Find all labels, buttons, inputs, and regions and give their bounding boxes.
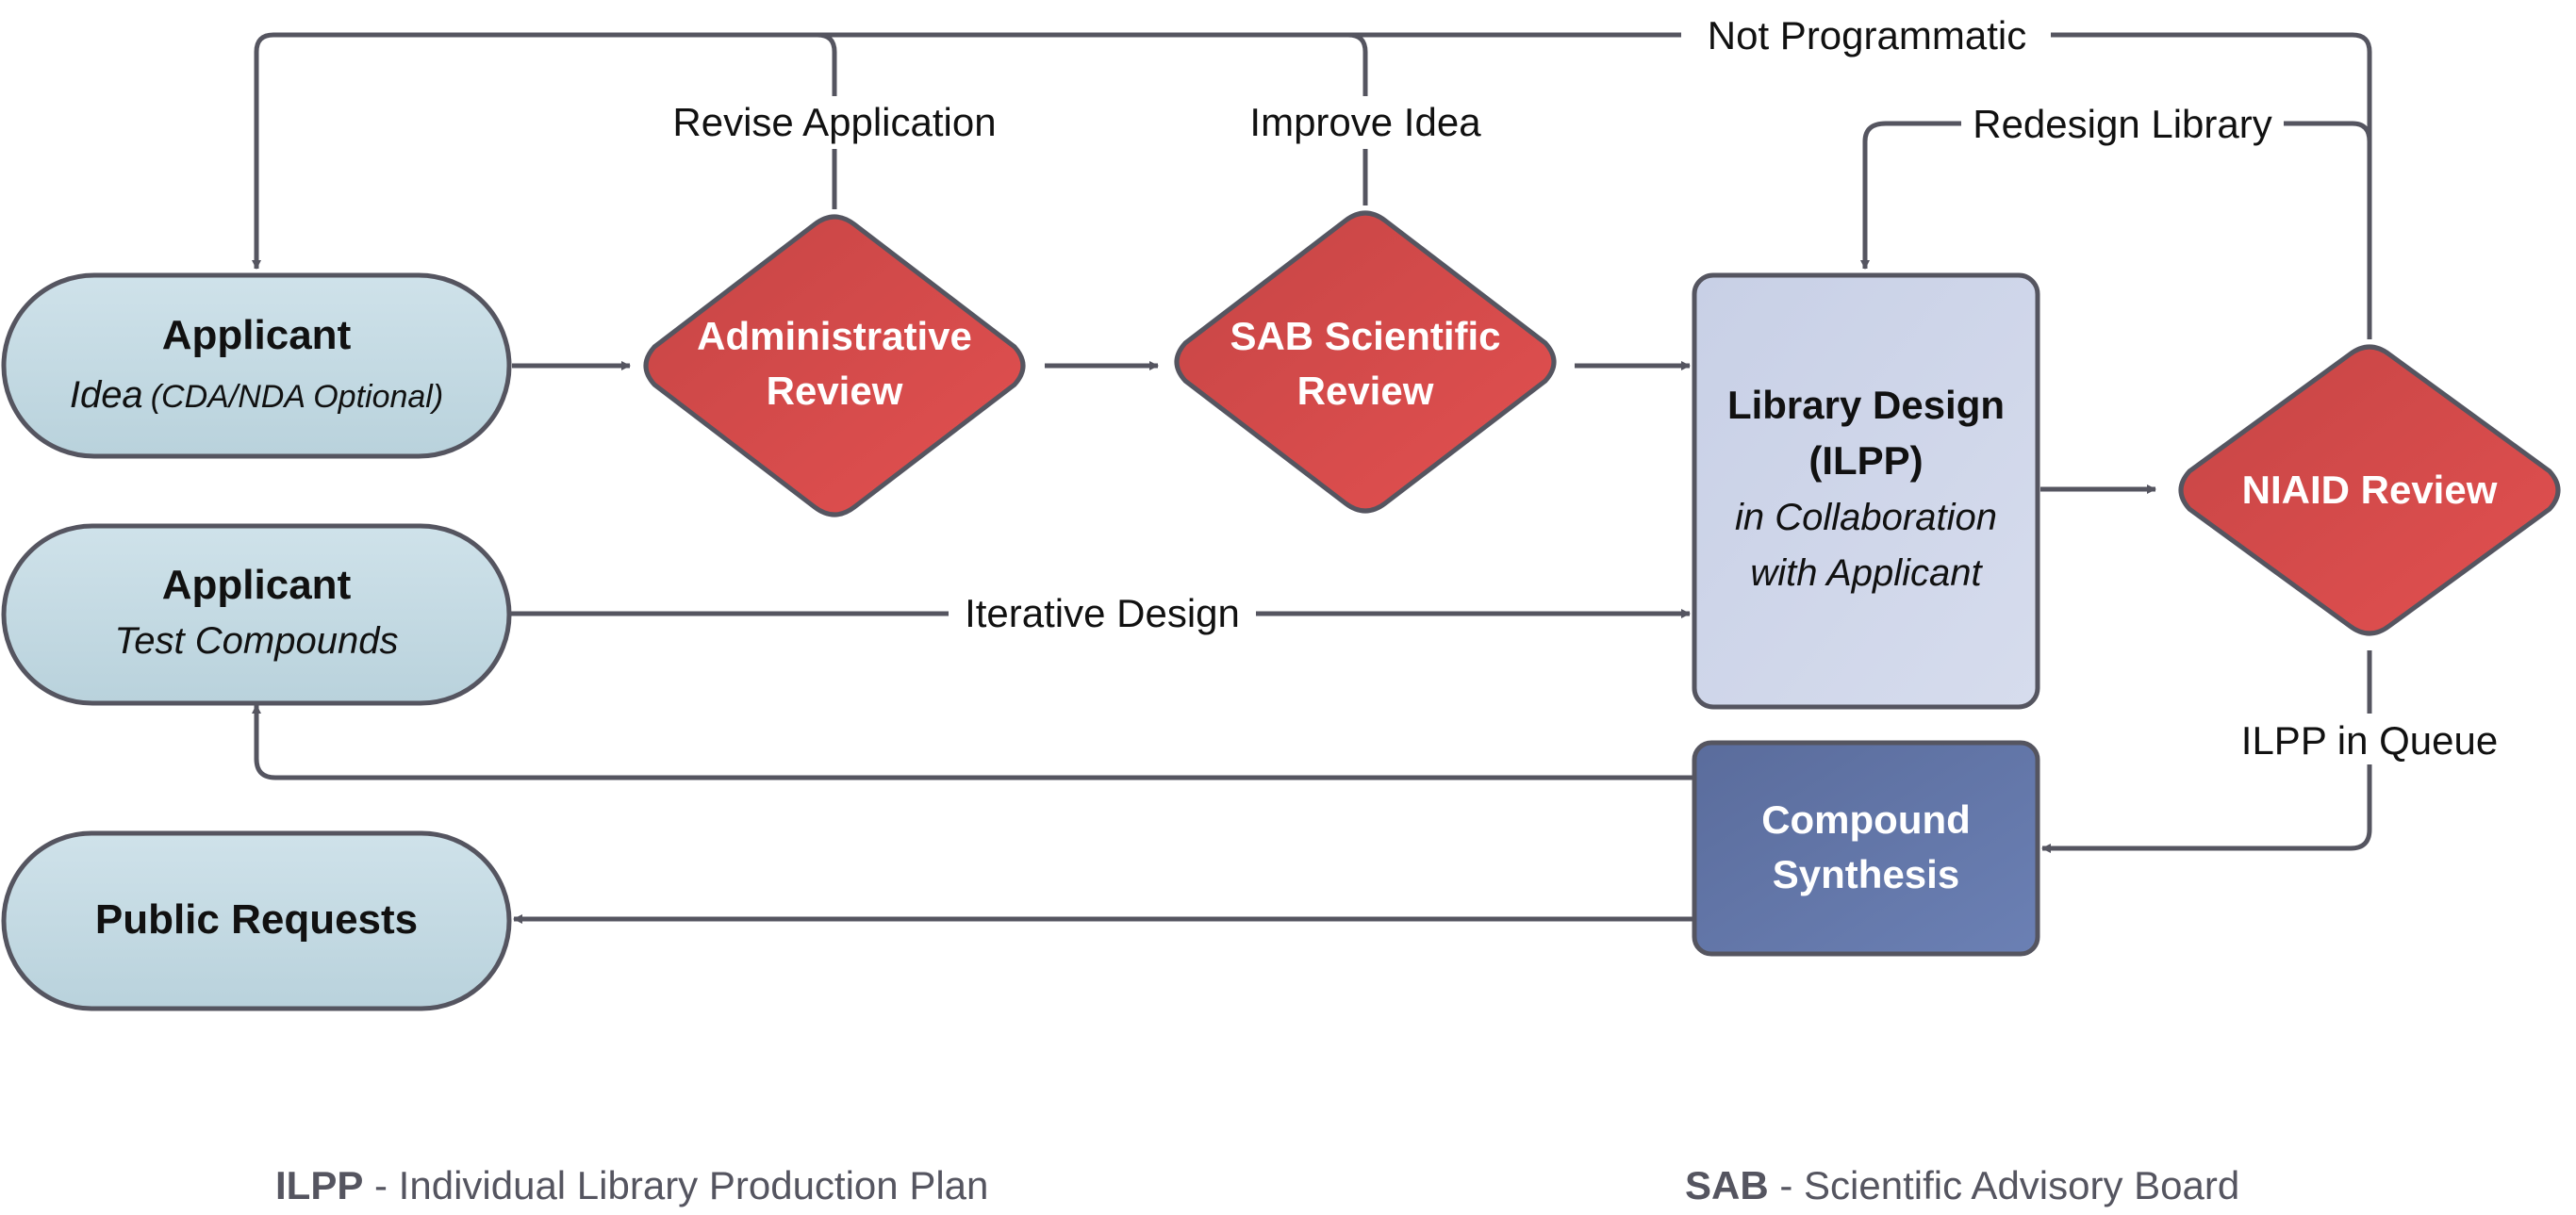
sab-review-line1: SAB Scientific: [1230, 314, 1500, 358]
edge-synthesis-to-applicant: [252, 704, 1693, 780]
label-revise-application: Revise Application: [672, 100, 996, 144]
label-ilpp-in-queue: ILPP in Queue: [2241, 718, 2498, 763]
niaid-review-label: NIAID Review: [2242, 468, 2498, 512]
node-administrative-review: Administrative Review: [643, 214, 1026, 517]
node-compound-synthesis: Compound Synthesis: [1692, 740, 2040, 957]
label-iterative-design: Iterative Design: [965, 591, 1240, 635]
node-applicant-idea: Applicant Idea(CDA/NDA Optional): [1, 272, 512, 459]
label-not-programmatic: Not Programmatic: [1708, 13, 2026, 57]
legend-sab: SAB - Scientific Advisory Board: [1685, 1163, 2239, 1207]
edge-redesign-library: [1860, 121, 2372, 270]
library-design-line3: in Collaboration: [1735, 497, 1997, 538]
node-library-design: Library Design (ILPP) in Collaboration w…: [1692, 272, 2040, 710]
edge-improve-idea: [1347, 32, 1368, 205]
label-redesign-library: Redesign Library: [1973, 102, 2272, 146]
compound-synthesis-line1: Compound: [1761, 797, 1971, 842]
edge-revise-application: [817, 32, 837, 209]
library-design-line1: Library Design: [1727, 383, 2005, 427]
admin-review-line1: Administrative: [697, 314, 972, 358]
compound-synthesis-line2: Synthesis: [1773, 852, 1959, 896]
admin-review-line2: Review: [767, 369, 903, 413]
node-applicant-test-compounds: Applicant Test Compounds: [1, 523, 512, 706]
edge-ilpp-in-queue: [2041, 650, 2372, 853]
applicant-idea-subtitle: Idea(CDA/NDA Optional): [70, 374, 443, 416]
applicant-test-subtitle: Test Compounds: [115, 620, 399, 662]
sab-review-line2: Review: [1297, 369, 1434, 413]
library-design-line2: (ILPP): [1808, 438, 1923, 483]
applicant-test-title: Applicant: [162, 562, 352, 608]
legend-ilpp: ILPP - Individual Library Production Pla…: [275, 1163, 988, 1207]
applicant-idea-title: Applicant: [162, 312, 352, 358]
node-public-requests: Public Requests: [1, 830, 512, 1011]
node-niaid-review: NIAID Review: [2178, 344, 2561, 636]
node-sab-scientific-review: SAB Scientific Review: [1174, 210, 1557, 514]
label-improve-idea: Improve Idea: [1249, 100, 1481, 144]
library-design-line4: with Applicant: [1750, 552, 1983, 594]
public-requests-title: Public Requests: [95, 896, 418, 943]
edge-not-programmatic: [252, 32, 2372, 339]
